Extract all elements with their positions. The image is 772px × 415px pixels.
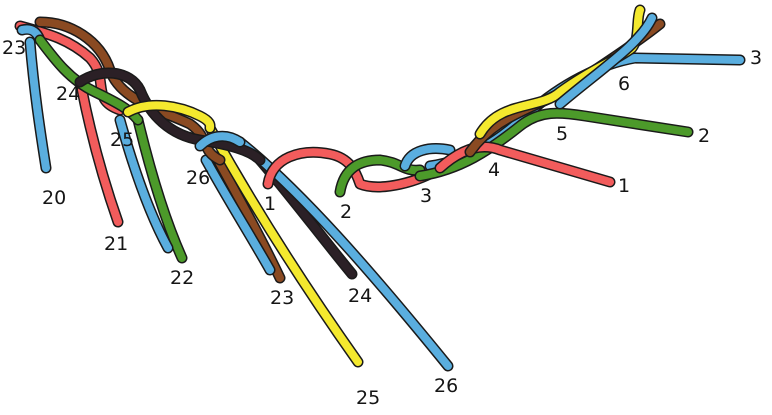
center-loops	[262, 143, 456, 198]
label-21: 21	[104, 233, 128, 255]
label-23-top: 23	[2, 37, 26, 59]
strand-end-22	[132, 114, 188, 264]
strand-end-21	[76, 84, 124, 228]
braid-strand-blue-right-top	[554, 12, 658, 110]
strand-end-22b	[114, 114, 174, 254]
label-22: 22	[170, 267, 194, 289]
label-4-mid: 4	[488, 159, 500, 181]
label-25-bottom: 25	[356, 387, 380, 409]
label-25-top: 25	[110, 129, 134, 151]
label-23-bottom: 23	[270, 287, 294, 309]
strand-end-23b	[200, 154, 276, 276]
label-24-bottom: 24	[348, 285, 372, 307]
label-1-mid: 1	[264, 193, 276, 215]
braid-strand-yellow-left	[122, 99, 216, 134]
label-6-mid: 6	[618, 73, 630, 95]
label-2-right: 2	[698, 125, 710, 147]
label-5-mid: 5	[556, 123, 568, 145]
label-26-top: 26	[186, 167, 210, 189]
left-strand-ends	[24, 36, 454, 372]
strand-end-20	[24, 36, 52, 174]
label-20: 20	[42, 187, 66, 209]
label-2-mid: 2	[340, 201, 352, 223]
label-3-right: 3	[750, 47, 762, 69]
strand-end-25	[204, 122, 364, 368]
strand-labels: 23 24 25 26 20 21 22 23 24 25 26 1 2 3 4…	[2, 37, 762, 409]
strand-end-23	[212, 154, 286, 284]
braid-strand-black-left	[74, 67, 266, 166]
right-braid	[414, 4, 746, 188]
left-braid	[14, 16, 266, 166]
label-3-mid: 3	[420, 185, 432, 207]
label-26-bottom: 26	[434, 375, 458, 397]
braid-strand-blue-left-2	[194, 130, 246, 152]
loop-blue-3	[399, 143, 456, 172]
label-24-top: 24	[56, 83, 80, 105]
label-1-right: 1	[618, 175, 630, 197]
braid-strand-green-right	[414, 107, 694, 182]
